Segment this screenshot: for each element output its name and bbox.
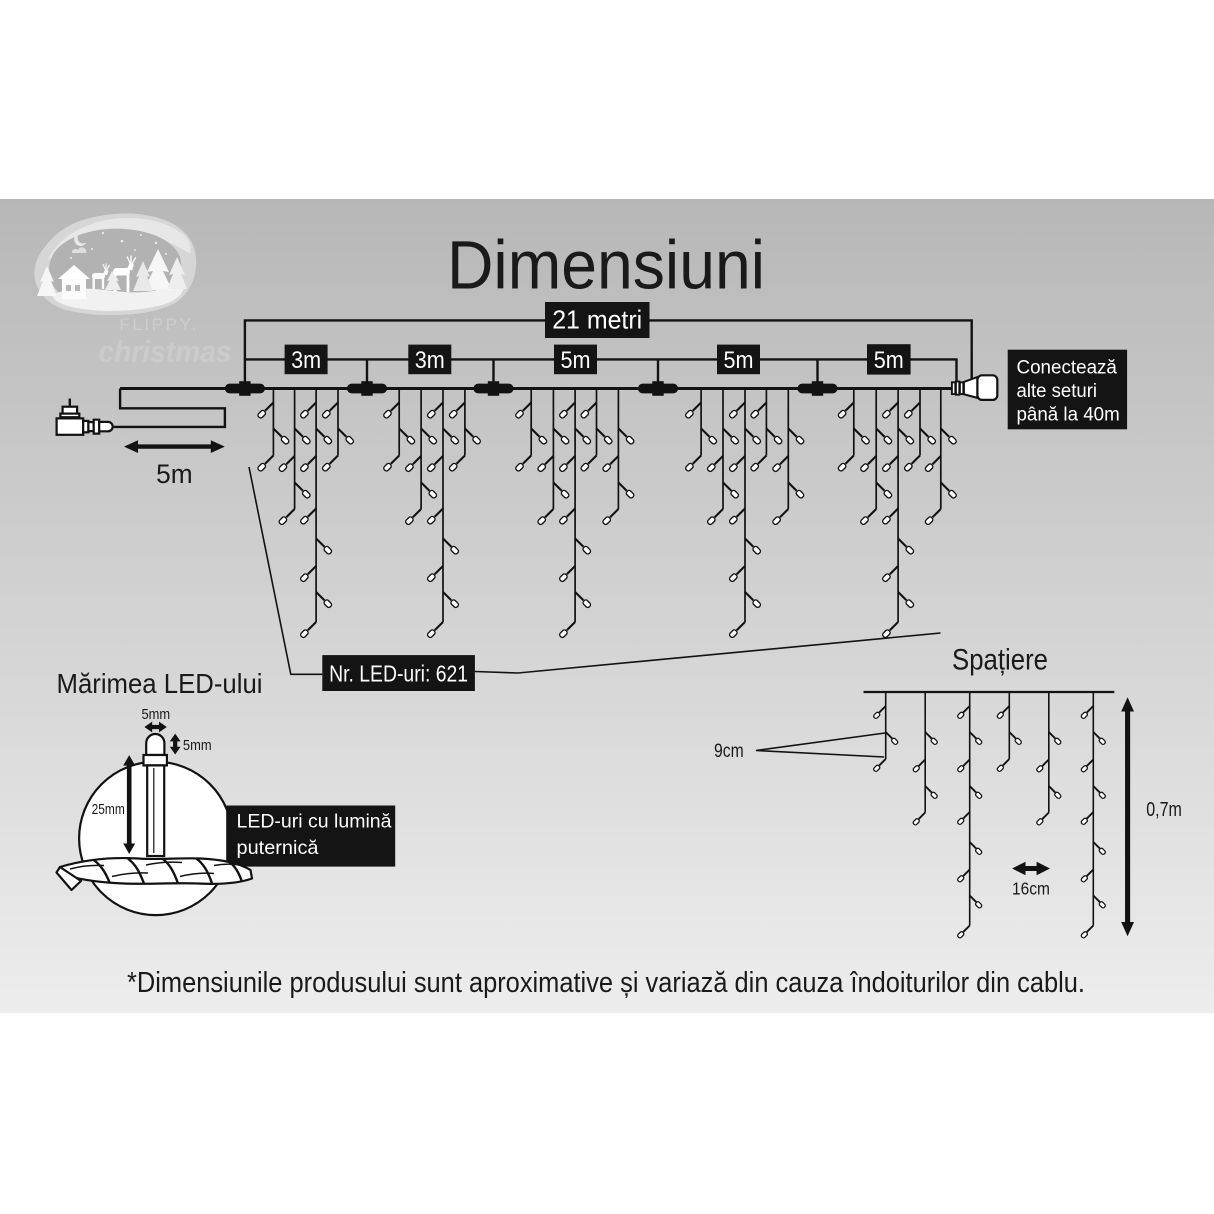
svg-text:3m: 3m: [291, 347, 321, 374]
svg-text:LED-uri cu lumină: LED-uri cu lumină: [237, 811, 392, 833]
svg-text:Nr. LED-uri: 621: Nr. LED-uri: 621: [329, 661, 468, 687]
svg-text:5mm: 5mm: [183, 738, 212, 754]
svg-text:până la 40m: până la 40m: [1017, 405, 1120, 426]
svg-text:3m: 3m: [415, 347, 445, 374]
svg-text:*Dimensiunile produsului sunt: *Dimensiunile produsului sunt aproximati…: [127, 967, 1085, 999]
svg-text:FLIPPY.: FLIPPY.: [119, 315, 198, 334]
svg-text:Spațiere: Spațiere: [952, 644, 1048, 677]
svg-text:5m: 5m: [156, 459, 193, 489]
svg-text:9cm: 9cm: [714, 741, 744, 762]
svg-text:christmas: christmas: [99, 334, 232, 369]
svg-text:Mărimea LED-ului: Mărimea LED-ului: [57, 668, 263, 699]
svg-text:Conectează: Conectează: [1017, 358, 1118, 379]
svg-text:25mm: 25mm: [92, 802, 125, 818]
svg-text:5m: 5m: [561, 347, 591, 374]
svg-text:Dimensiuni: Dimensiuni: [447, 227, 765, 304]
svg-text:alte seturi: alte seturi: [1017, 381, 1098, 402]
svg-text:0,7m: 0,7m: [1146, 799, 1182, 821]
svg-text:5m: 5m: [874, 347, 904, 374]
svg-text:21 metri: 21 metri: [552, 305, 642, 335]
svg-text:5mm: 5mm: [141, 707, 170, 723]
svg-text:5m: 5m: [724, 347, 754, 374]
svg-text:puternică: puternică: [237, 837, 319, 859]
svg-text:16cm: 16cm: [1012, 878, 1050, 898]
